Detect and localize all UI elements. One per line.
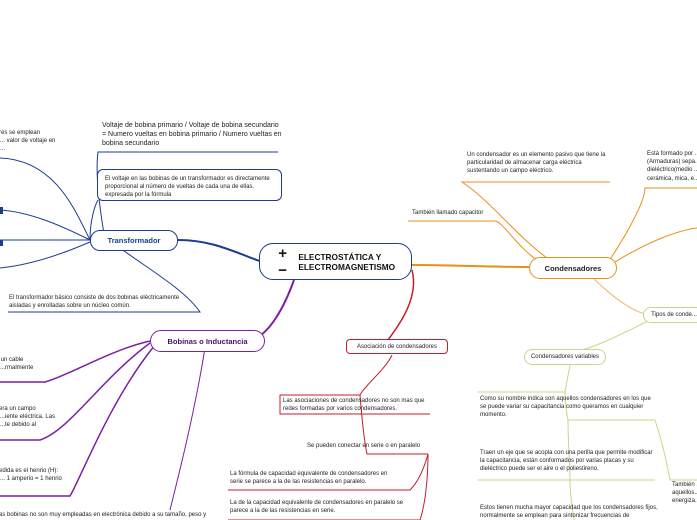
basico-text: El transformador básico consiste de dos …: [9, 295, 180, 310]
tipos-pill[interactable]: Tipos de conde...: [643, 307, 697, 323]
definicion-text: Un condensador es un elemento pasivo que…: [467, 152, 606, 175]
formula-serie-text: La fórmula de capacidad equivalente de c…: [230, 471, 388, 486]
asociacion-pill[interactable]: Asociación de condensadores: [346, 339, 448, 354]
variables-pill[interactable]: Condensadores variables: [524, 349, 606, 365]
link-definicion: [460, 181, 610, 261]
link-uso-bobinas: [169, 347, 206, 511]
tambien-text: También llamado capacitor: [412, 210, 484, 216]
link-cable: [0, 340, 151, 383]
transformador-label: Transformador: [107, 236, 161, 245]
left-bar-1: [0, 207, 3, 214]
bobinas-campo-text: ...era un campo ...iente eléctrica. Las …: [0, 406, 56, 429]
condensadores-label: Condensadores: [544, 263, 602, 273]
variables-eje-text: Traen un eje que se acopla con una peril…: [480, 450, 653, 473]
serie-paralelo-text: Se pueden conectar en serie o en paralel…: [307, 443, 421, 449]
bobinas-cable-text: ... un cable ...rmalmente: [0, 357, 34, 372]
branch-transformador: [177, 239, 263, 263]
link-capacidad: [569, 479, 575, 520]
transformador-uso-text: ...res se emplean ... valor de voltaje e…: [0, 130, 56, 153]
proporcional-box[interactable]: El voltaje en las bobinas de un transfor…: [97, 169, 282, 201]
link-left-a: [0, 209, 91, 241]
left-bar-2: [0, 240, 3, 246]
central-node[interactable]: + − ELECTROSTÁTICA Y ELECTROMAGNETISMO: [259, 243, 412, 280]
asociacion-label: Asociación de condensadores: [356, 343, 438, 350]
link-uso: [0, 157, 91, 241]
link-formula-serie: [228, 453, 429, 491]
plus-minus-icon: + −: [278, 244, 287, 279]
central-title: ELECTROSTÁTICA Y ELECTROMAGNETISMO: [298, 251, 396, 272]
variables-label: Condensadores variables: [530, 354, 600, 360]
variables-nombre-text: Como su nombre indica son aquellos conde…: [480, 396, 651, 419]
branch-asociacion: [387, 269, 415, 341]
link-tambien: [408, 220, 541, 263]
link-formado: [604, 187, 697, 268]
formado-text: Está formado por ... (Armaduras) sepa...…: [647, 151, 697, 182]
link-redes: [279, 354, 430, 415]
link-right-partial: [654, 419, 697, 481]
bobinas-uso-text: ...as bobinas no son muy empleadas en el…: [0, 512, 207, 518]
link-campo: [0, 342, 151, 441]
formula-text: Voltaje de bobina primario / Voltaje de …: [102, 122, 282, 147]
bobinas-node[interactable]: Bobinas o Inductancia: [150, 330, 265, 352]
link-henrio: [0, 344, 156, 497]
link-tipos: [589, 274, 646, 315]
link-nombre: [478, 364, 655, 421]
link-serie-paralelo: [359, 394, 428, 455]
bobinas-label: Bobinas o Inductancia: [167, 336, 248, 346]
variables-capacidad-text: Estos tienen mucha mayor capacidad que l…: [480, 505, 658, 520]
condensadores-node[interactable]: Condensadores: [529, 257, 617, 279]
tipos-label: Tipos de conde...: [651, 312, 697, 318]
link-eje: [478, 419, 655, 481]
link-left-c: [0, 241, 91, 269]
formula-paralelo-text: La de la capacidad equivalente de conden…: [230, 500, 404, 515]
link-right-top: [609, 227, 697, 266]
link-basico: [8, 247, 201, 313]
right-partial-text: También ... aquellos... energiza...: [672, 482, 697, 505]
branch-condensadores: [411, 264, 531, 268]
redes-text: Las asociaciones de condensadores no son…: [283, 398, 425, 413]
transformador-node[interactable]: Transformador: [90, 230, 178, 251]
bobinas-henrio-text: ...edida es el henrio (H): ... 1 amperio…: [0, 468, 62, 483]
link-variables: [571, 319, 651, 353]
